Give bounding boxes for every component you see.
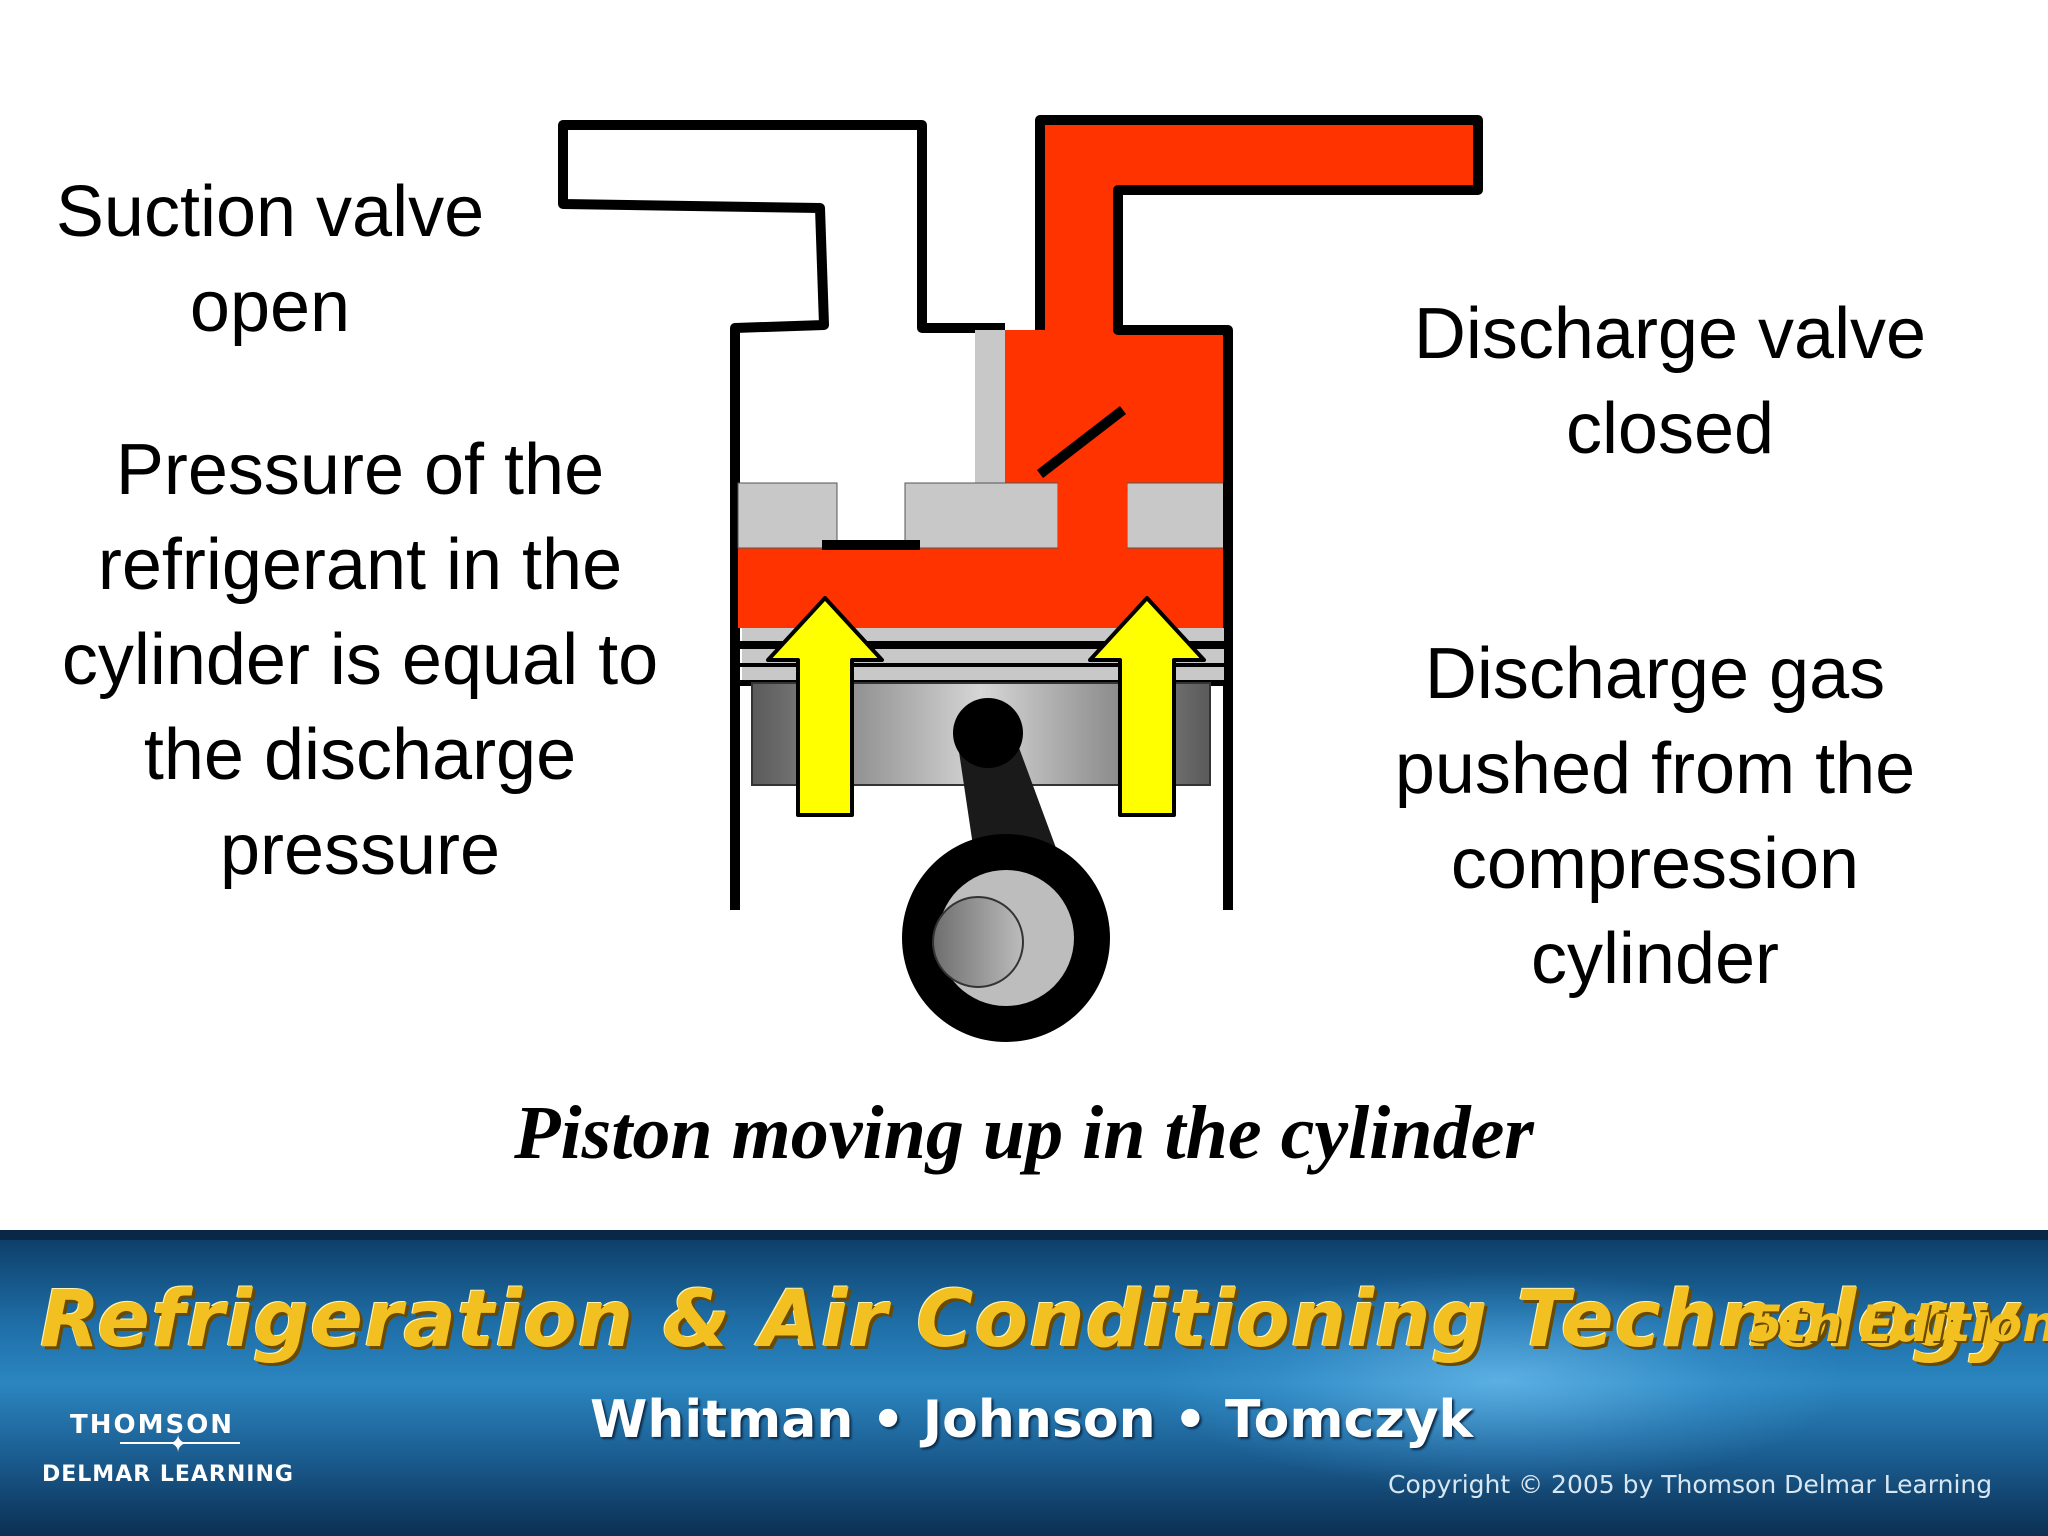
- discharge-valve-line-1: Discharge valve: [1413, 294, 1927, 374]
- suction-valve-label: Suction valve open: [20, 165, 520, 355]
- arrow-up-left: [766, 596, 884, 817]
- banner-glow: [1150, 1270, 1850, 1490]
- discharge-gas-label: Discharge gas pushed from the compressio…: [1345, 627, 1965, 1007]
- discharge-valve-label: Discharge valve closed: [1380, 287, 1960, 477]
- chamber-divider: [975, 330, 1005, 485]
- crankshaft: [902, 834, 1110, 1042]
- pressure-label: Pressure of the refrigerant in the cylin…: [10, 423, 710, 898]
- publisher-star-icon: ✦: [168, 1430, 189, 1458]
- wrist-pin: [953, 698, 1023, 768]
- discharge-gas-line-1: Discharge gas: [1424, 634, 1886, 714]
- suction-valve-line-1: Suction valve: [55, 172, 485, 252]
- publisher-imprint: DELMAR LEARNING: [42, 1462, 294, 1487]
- pressure-line-1: Pressure of the: [115, 430, 605, 510]
- pressure-line-4: the discharge: [143, 715, 577, 795]
- diagram-caption: Piston moving up in the cylinder: [514, 1091, 1534, 1175]
- textbook-banner: Refrigeration & Air Conditioning Technol…: [0, 1230, 2048, 1536]
- discharge-gas-line-3: compression: [1450, 824, 1860, 904]
- publisher-divider: [120, 1442, 240, 1444]
- pressure-line-3: cylinder is equal to: [61, 620, 659, 700]
- arrow-up-right: [1088, 596, 1206, 817]
- compressor-diagram: [558, 115, 1483, 1042]
- publisher-name: THOMSON: [70, 1410, 235, 1440]
- pressure-line-2: refrigerant in the: [97, 525, 623, 605]
- pressure-line-5: pressure: [219, 810, 501, 890]
- discharge-gas-line-2: pushed from the: [1394, 729, 1916, 809]
- discharge-line: [1005, 115, 1483, 485]
- copyright: Copyright © 2005 by Thomson Delmar Learn…: [1388, 1470, 1993, 1499]
- discharge-valve-line-2: closed: [1565, 389, 1775, 469]
- banner-top-stripe: [0, 1230, 2048, 1240]
- valve-plate: [737, 482, 1226, 549]
- authors: Whitman • Johnson • Tomczyk: [590, 1390, 1474, 1450]
- suction-valve-line-2: open: [189, 267, 351, 347]
- edition-label: 5th Edition: [1748, 1295, 2048, 1353]
- book-title: Refrigeration & Air Conditioning Technol…: [40, 1275, 2021, 1365]
- discharge-valve-reed: [1036, 406, 1127, 478]
- suction-line: [558, 120, 1005, 910]
- discharge-gas-line-4: cylinder: [1530, 919, 1780, 999]
